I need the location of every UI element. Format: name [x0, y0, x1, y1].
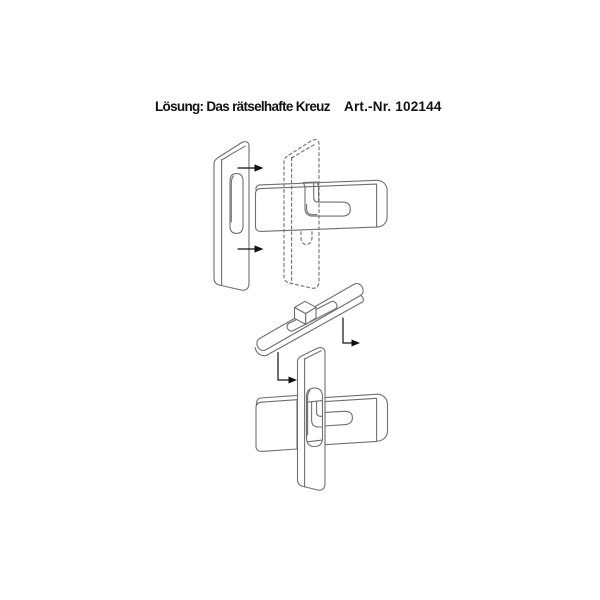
plate-oval-slot	[305, 387, 324, 448]
bar-front-face	[254, 183, 378, 232]
slotted-plate	[213, 141, 250, 291]
slot-inner-depth	[306, 203, 318, 216]
plate-slot-depth	[230, 175, 234, 223]
bar-right-slot	[322, 410, 353, 427]
bar-left-top-face	[255, 394, 298, 405]
bar-left-front-face	[255, 399, 298, 452]
assembly-view	[254, 283, 389, 491]
channel-cut-right	[316, 181, 320, 187]
bar-top-seen-through-slot	[306, 400, 323, 403]
ghost-plate-slot	[300, 231, 313, 245]
plate-slot-depth	[307, 389, 311, 436]
ghost-plate-top-edge	[291, 143, 316, 159]
assembled-bar-left	[255, 394, 298, 452]
dashed-plate-target-position	[283, 139, 320, 289]
bar-right-top-face	[324, 393, 379, 399]
bar-bottom-seen-through-slot	[306, 439, 323, 443]
cross-bar-with-j-slot	[254, 179, 388, 232]
plate-slot	[229, 173, 244, 234]
channel-back-edge	[302, 181, 318, 184]
bar-top-face-edge	[255, 179, 378, 191]
cover-plate-slot	[286, 300, 338, 332]
slide-arrow-left-icon	[277, 351, 297, 384]
channel-cut-left	[302, 182, 306, 188]
cover-plate-with-slot	[254, 283, 364, 357]
key-block-in-slot	[293, 300, 317, 325]
exploded-view	[213, 139, 388, 291]
cover-plate-thickness-edge	[254, 295, 364, 357]
article-number: Art.-Nr. 102144	[344, 99, 442, 114]
bar-right-face	[376, 179, 388, 228]
insert-arrow-bottom-icon	[237, 245, 264, 253]
plate-top-edge	[304, 350, 322, 360]
key-block-right-face	[305, 306, 317, 325]
bar-right-side-face	[377, 393, 389, 442]
notch-inner-wall	[313, 182, 319, 203]
insert-arrow-top-icon	[237, 164, 264, 172]
bar-notch-seen-through-slot-left	[311, 401, 323, 428]
assembled-cross-plate	[296, 347, 326, 491]
page-title: Lösung: Das rätselhafte Kreuz	[155, 99, 330, 114]
bar-j-slot	[304, 185, 351, 217]
slide-arrow-right-icon	[342, 317, 360, 347]
plate-top-edge	[221, 145, 246, 161]
bar-notch-seen-through-slot-right	[316, 401, 323, 417]
assembled-bar-right	[322, 393, 389, 446]
